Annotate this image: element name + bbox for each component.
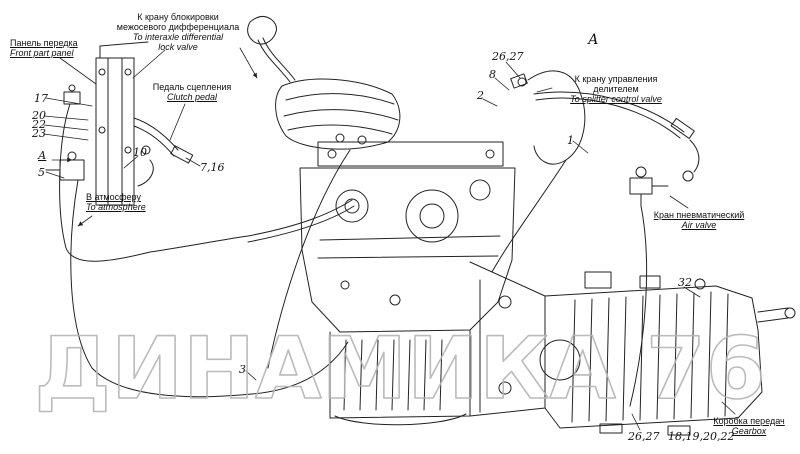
callout-32: 32 [678,276,692,289]
callout-22: 22 [32,118,46,131]
front-panel-bracket [95,41,149,206]
callout-18-19-20-22: 18,19,20,22 [668,430,735,443]
label-front-panel: Панель передка Front part panel [10,38,78,58]
callout-7-16: 7,16 [200,161,225,174]
engine-block [299,141,516,426]
label-interaxle-ru-line2: межосевого дифференциала [116,22,240,32]
label-atmosphere-en: To atmosphere [86,202,146,212]
label-air-valve-en: Air valve [681,220,717,230]
label-air-valve: Кран пневматический Air valve [640,210,758,230]
label-air-valve-ru: Кран пневматический [653,210,745,220]
callout-3: 3 [239,363,246,376]
label-front-panel-en: Front part panel [10,48,74,58]
label-section-a-left: А [38,149,47,162]
label-interaxle-valve: К крану блокировки межосевого дифференци… [100,12,256,52]
label-interaxle-ru-line1: К крану блокировки [137,12,219,22]
callout-26-27-bottom: 26,27 [628,430,660,443]
label-clutch-pedal-en: Clutch pedal [166,92,218,102]
gearbox-housing [539,271,796,436]
splitter-hose [491,70,586,273]
callout-1: 1 [567,134,574,147]
control-cable [533,91,700,182]
watermark: ДИНАМИКА 76 [34,319,765,419]
label-splitter-ru-line1: К крану управления [574,74,658,84]
label-clutch-pedal-ru: Педаль сцепления [152,82,232,92]
clutch-pedal [133,117,194,187]
label-atmosphere: В атмосферу To atmosphere [86,192,146,212]
label-interaxle-en-line2: lock valve [158,42,198,52]
callout-8: 8 [489,68,496,81]
left-hoses [59,103,355,398]
gear-shift-lever [247,16,401,150]
label-interaxle-en-line1: To interaxle differential [132,32,224,42]
callout-20: 20 [32,109,46,122]
leader-lines [43,47,736,431]
label-gearbox: Коробка передач Gearbox [706,416,792,436]
label-splitter-en: To splitter control valve [570,94,662,104]
label-atmosphere-ru: В атмосферу [86,192,141,202]
label-splitter-ru-line2: делителем [593,84,639,94]
callout-10: 10 [133,146,147,159]
callout-23: 23 [32,127,46,140]
label-splitter-valve: К крану управления делителем To splitter… [552,74,680,104]
callout-26-27-top: 26,27 [492,50,524,63]
label-gearbox-en: Gearbox [731,426,767,436]
callout-5: 5 [38,166,45,179]
callout-17: 17 [34,92,48,105]
callout-2: 2 [477,89,484,102]
label-clutch-pedal: Педаль сцепления Clutch pedal [146,82,238,102]
air-valve [629,166,669,407]
label-gearbox-ru: Коробка передач [713,416,785,426]
label-front-panel-ru: Панель передка [10,38,78,48]
label-section-a-right: А [588,32,599,48]
